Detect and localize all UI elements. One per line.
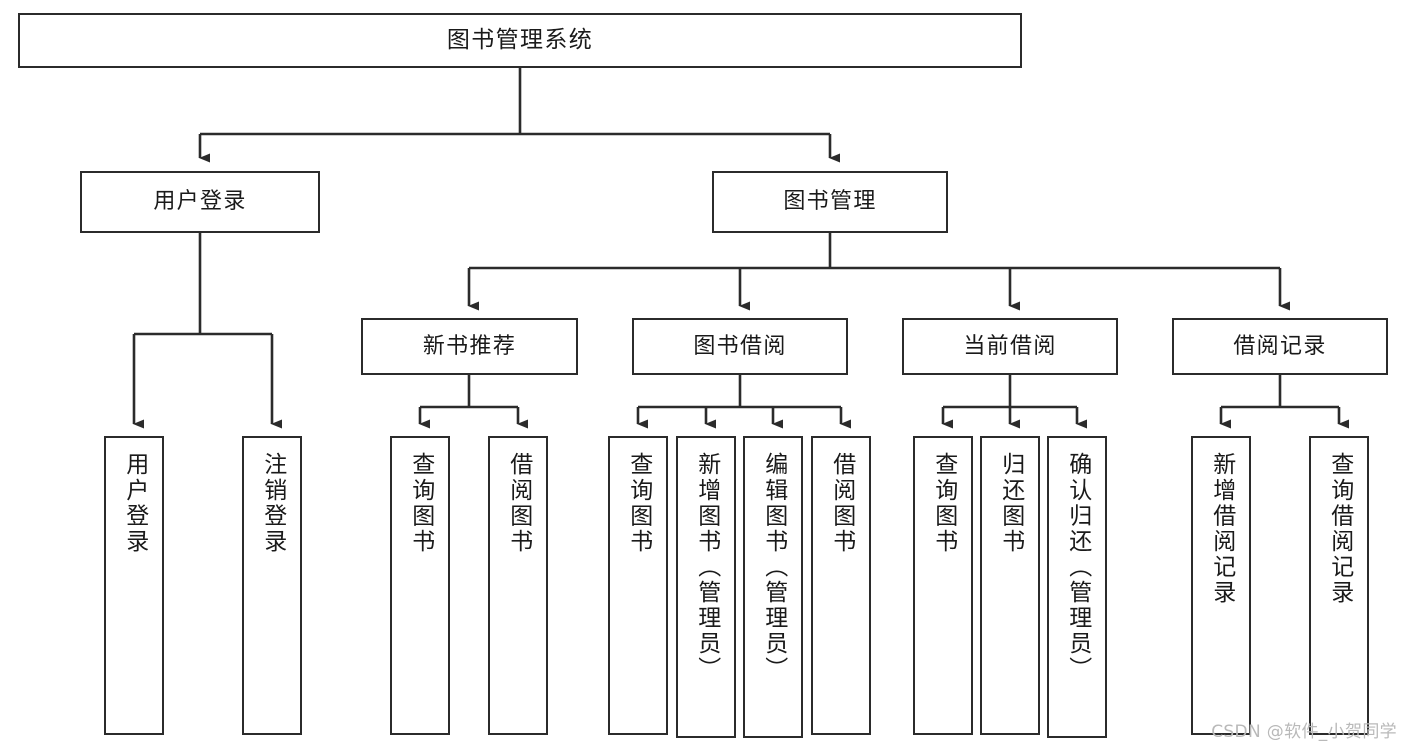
node-label: 图书管理 <box>783 189 877 215</box>
node-label: 查询图书 <box>930 452 957 555</box>
node-label: 编辑图书（管理员） <box>760 452 787 682</box>
node-book-management[interactable]: 图书管理 <box>712 171 948 233</box>
node-label: 归还图书 <box>997 452 1024 555</box>
node-leaf-add-borrow-record[interactable]: 新增借阅记录 <box>1191 436 1251 735</box>
node-label: 查询图书 <box>407 452 434 555</box>
node-label: 新书推荐 <box>422 333 517 359</box>
node-label: 新增图书（管理员） <box>693 452 720 682</box>
node-label: 新增借阅记录 <box>1208 452 1235 606</box>
node-user-login[interactable]: 用户登录 <box>80 171 320 233</box>
node-borrow-record[interactable]: 借阅记录 <box>1172 318 1388 375</box>
node-book-borrow[interactable]: 图书借阅 <box>632 318 848 375</box>
node-leaf-query-book-borrow[interactable]: 查询图书 <box>608 436 668 735</box>
node-leaf-confirm-return-admin[interactable]: 确认归还（管理员） <box>1047 436 1107 738</box>
node-label: 图书管理系统 <box>446 26 594 53</box>
node-new-book-recommend[interactable]: 新书推荐 <box>361 318 578 375</box>
node-leaf-query-book-current[interactable]: 查询图书 <box>913 436 973 735</box>
node-leaf-return-book[interactable]: 归还图书 <box>980 436 1040 735</box>
node-leaf-query-borrow-record[interactable]: 查询借阅记录 <box>1309 436 1369 735</box>
node-label: 当前借阅 <box>963 333 1057 359</box>
node-label: 借阅图书 <box>828 452 855 555</box>
node-label: 确认归还（管理员） <box>1064 452 1091 682</box>
node-label: 借阅图书 <box>505 452 532 555</box>
node-leaf-borrow-book-recommend[interactable]: 借阅图书 <box>488 436 548 735</box>
node-leaf-logout[interactable]: 注销登录 <box>242 436 302 735</box>
node-leaf-query-book-recommend[interactable]: 查询图书 <box>390 436 450 735</box>
node-label: 查询借阅记录 <box>1326 452 1353 606</box>
node-label: 用户登录 <box>153 189 247 215</box>
node-label: 图书借阅 <box>693 333 787 359</box>
watermark-text: CSDN @软件_小贺同学 <box>1211 722 1397 742</box>
node-label: 注销登录 <box>259 452 286 555</box>
node-current-borrow[interactable]: 当前借阅 <box>902 318 1118 375</box>
node-leaf-edit-book-admin[interactable]: 编辑图书（管理员） <box>743 436 803 738</box>
node-label: 查询图书 <box>625 452 652 555</box>
node-label: 借阅记录 <box>1233 333 1327 359</box>
node-root-book-management-system[interactable]: 图书管理系统 <box>18 13 1022 68</box>
node-label: 用户登录 <box>121 452 148 555</box>
node-leaf-add-book-admin[interactable]: 新增图书（管理员） <box>676 436 736 738</box>
node-leaf-user-login[interactable]: 用户登录 <box>104 436 164 735</box>
node-leaf-borrow-book[interactable]: 借阅图书 <box>811 436 871 735</box>
